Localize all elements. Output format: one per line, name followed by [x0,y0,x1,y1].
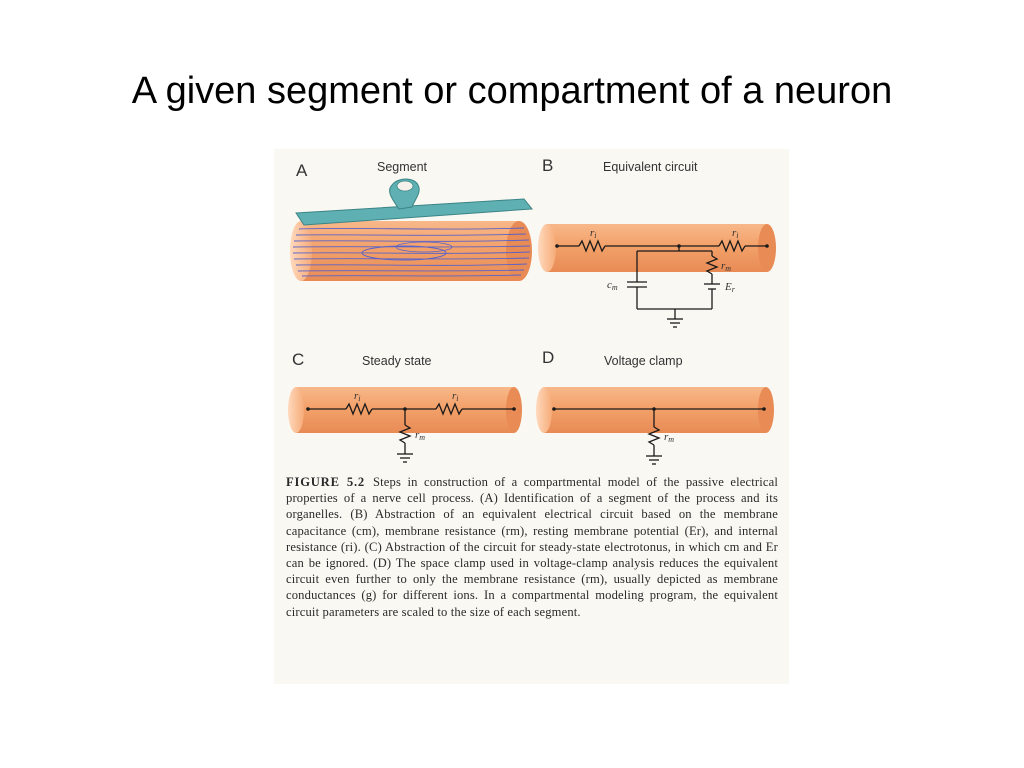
circuit-d [552,407,766,465]
panel-c: C Steady state ri ri [288,350,522,463]
cylinder-c-left-end [288,387,304,433]
rm-label-c: rm [415,429,425,442]
spine-head [396,180,414,192]
cylinder-d-left-end [536,387,552,433]
cylinder-d-right-end [758,387,774,433]
organelle-2 [395,241,453,253]
cylinder-b-right-end [758,224,776,272]
panel-d-title: Voltage clamp [604,354,683,368]
neurite-end-left [290,221,312,281]
panel-b: B Equivalent circuit [538,156,776,328]
rm-label-b: rm [721,260,731,273]
cylinder-b-left-end [538,224,556,272]
ri-label-b1: ri [590,227,597,240]
caption-label: FIGURE 5.2 [286,475,365,489]
panel-d: D Voltage clamp rm [536,348,774,465]
ri-label-b2: ri [732,227,739,240]
organelle [361,245,447,261]
cm-label-b: cm [607,279,618,292]
cylinder-b [547,224,767,272]
circuit-c [306,402,516,463]
neurite-end-right [506,221,532,281]
panel-b-letter: B [542,156,553,175]
panel-a-title: Segment [377,160,428,174]
slide-title: A given segment or compartment of a neur… [131,70,893,112]
ri-label-c1: ri [354,390,361,403]
panel-a: A Segment [290,160,533,281]
figure-diagram: A Segment [288,156,776,465]
filament-lines [292,227,531,277]
panel-c-title: Steady state [362,354,432,368]
membrane-plate [295,198,533,226]
panel-d-letter: D [542,348,554,367]
panel-a-letter: A [296,161,308,180]
caption-text: Steps in construction of a compartmental… [286,475,778,619]
er-label-b: Er [724,281,736,294]
panel-c-letter: C [292,350,304,369]
rm-label-d: rm [664,431,674,444]
ri-label-c2: ri [452,390,459,403]
figure-image: A Segment [274,149,789,684]
neurite-segment [290,221,532,281]
panel-b-title: Equivalent circuit [603,160,698,174]
circuit-b [555,239,769,328]
